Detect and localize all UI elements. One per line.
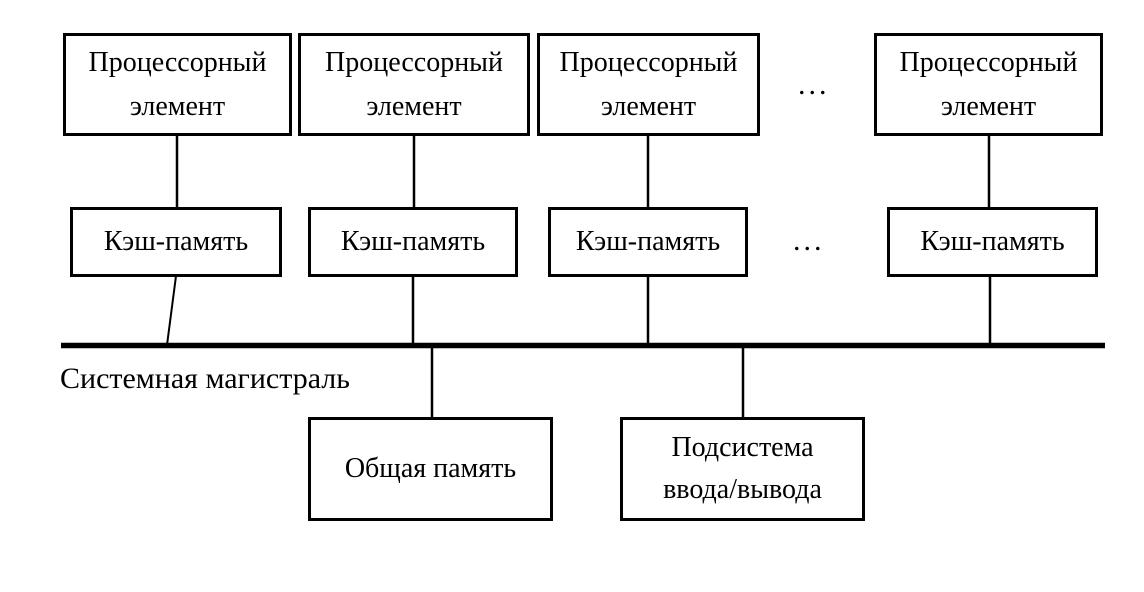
cache-memory-label-4: Кэш-память [920, 226, 1065, 258]
cache-memory-label-2: Кэш-память [340, 226, 486, 258]
processor-element-label-4: Процессорный элемент [899, 47, 1078, 122]
ellipsis-processor-row: ... [798, 68, 830, 101]
shared-memory-box: Общая память [308, 417, 553, 521]
cache-memory-box-3: Кэш-память [548, 207, 748, 277]
cache-memory-label-1: Кэш-память [103, 226, 249, 258]
cache-memory-label-3: Кэш-память [575, 226, 721, 258]
processor-element-box-4: Процессорный элемент [874, 33, 1103, 136]
ellipsis-cache-row: ... [793, 224, 825, 257]
connector-cache1-bus [166, 275, 177, 346]
processor-element-box-1: Процессорный элемент [63, 33, 292, 136]
io-subsystem-box: Подсистема ввода/вывода [620, 417, 865, 521]
cache-memory-box-4: Кэш-память [887, 207, 1098, 277]
processor-element-box-3: Процессорный элемент [537, 33, 760, 136]
processor-element-label-2: Процессорный элемент [325, 47, 503, 122]
system-bus-label: Системная магистраль [60, 362, 350, 395]
shared-memory-label: Общая память [344, 453, 517, 484]
io-subsystem-label: Подсистема ввода/вывода [663, 432, 822, 505]
processor-element-label-3: Процессорный элемент [559, 47, 738, 122]
processor-element-box-2: Процессорный элемент [298, 33, 530, 136]
processor-element-label-1: Процессорный элемент [88, 47, 267, 122]
cache-memory-box-1: Кэш-память [70, 207, 282, 277]
cache-memory-box-2: Кэш-память [308, 207, 518, 277]
